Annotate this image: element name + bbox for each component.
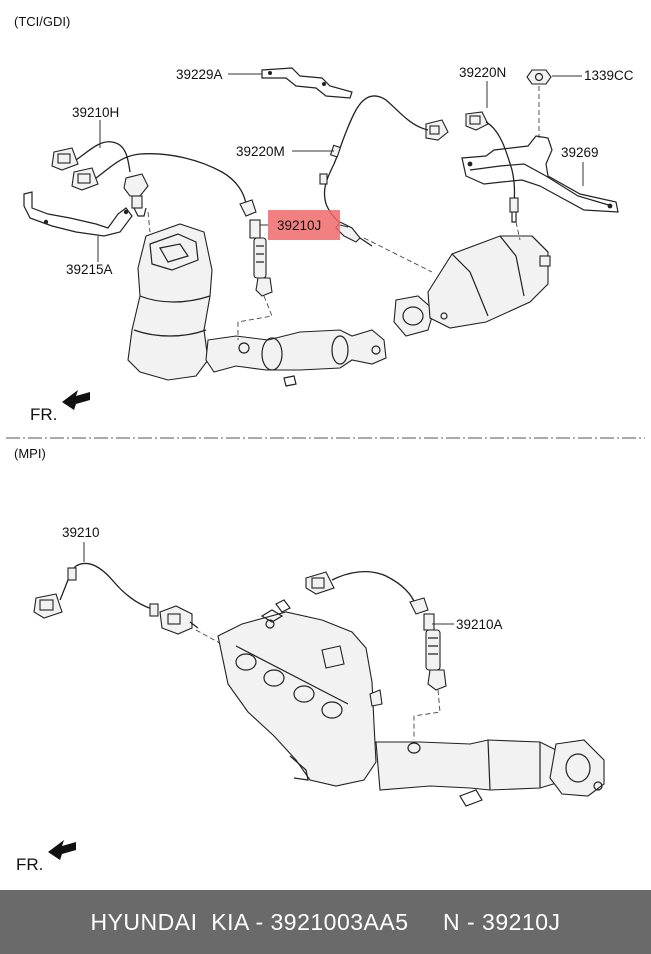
bracket-39229a [261,67,353,99]
label-39210a[interactable]: 39210A [456,617,503,632]
label-39269[interactable]: 39269 [561,145,599,160]
front-arrow-icon-bottom [48,840,76,860]
footer-bar: HYUNDAI KIA - 3921003AA5 N - 39210J [0,890,651,954]
label-39229a[interactable]: 39229A [176,67,223,82]
section-title-mpi: (MPI) [14,446,46,461]
sensor-39210 [33,562,199,635]
parts-diagram: (TCI/GDI) (MPI) 39229A 1339CC 39220N 392… [6,14,645,874]
section-title-tci-gdi: (TCI/GDI) [14,14,70,29]
label-39210j[interactable]: 39210J [277,218,321,233]
front-arrow-icon-top [62,390,90,410]
front-marker-bottom: FR. [16,855,43,874]
label-39220n[interactable]: 39220N [459,65,506,80]
catalytic-converter-right [393,235,551,337]
label-39210h[interactable]: 39210H [72,105,119,120]
label-39215a[interactable]: 39215A [66,262,113,277]
sensor-39220m [319,95,449,247]
sensor-39210h [51,141,273,297]
sensor-39210a [305,570,447,691]
label-1339cc[interactable]: 1339CC [584,68,634,83]
catalytic-converter-left [127,223,387,387]
sensor-39220n [465,111,519,223]
highlight-39210j [268,210,340,240]
footer-part-number: HYUNDAI KIA - 3921003AA5 N - 39210J [90,909,561,935]
exhaust-pipe-bottom [289,739,605,807]
front-marker-top: FR. [30,405,57,424]
exhaust-manifold [217,599,383,787]
label-39220m[interactable]: 39220M [236,144,285,159]
bracket-39269 [461,135,619,213]
label-39210[interactable]: 39210 [62,525,100,540]
bracket-39215a [23,191,133,237]
nut-1339cc [526,69,552,85]
